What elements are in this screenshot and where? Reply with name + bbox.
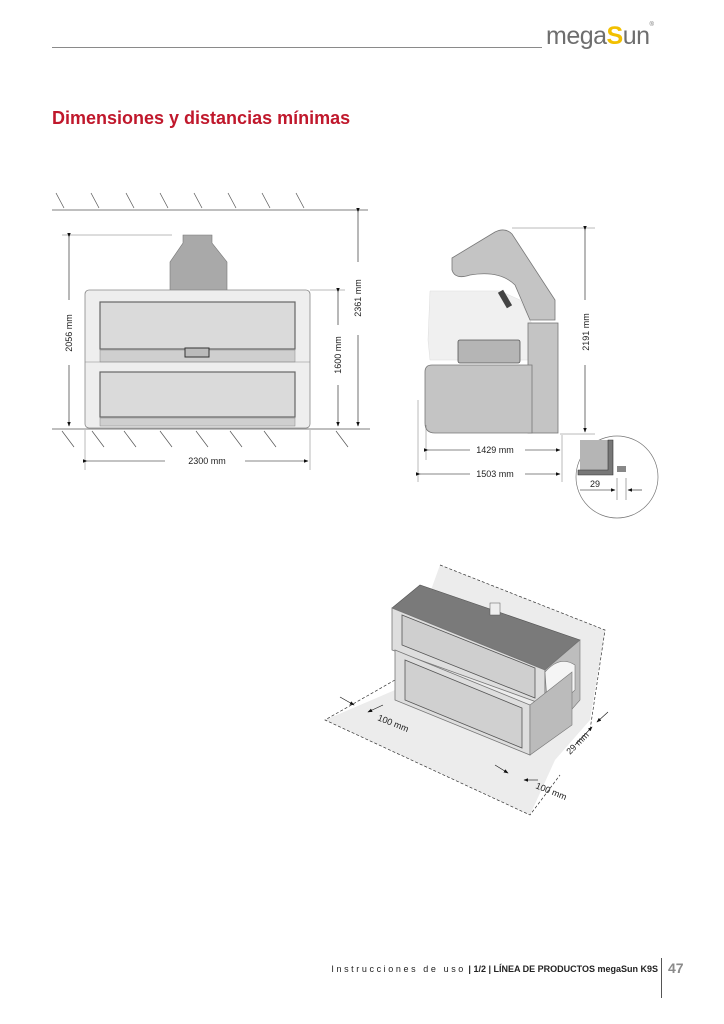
dim-front-width: 2300 mm — [188, 456, 226, 466]
front-view-drawing: 2056 mm 1600 mm 2361 mm 2300 mm — [52, 192, 370, 470]
footer-text: Instrucciones de uso | 1/2 | LÍNEA DE PR… — [331, 964, 658, 974]
dim-side-depth-outer: 1503 mm — [476, 469, 514, 479]
page-title: Dimensiones y distancias mínimas — [52, 108, 351, 128]
side-view-drawing: 2191 mm 1429 mm 1503 mm 29 — [415, 225, 659, 519]
page-number: 47 — [668, 960, 684, 976]
dim-front-ceiling-height: 2361 mm — [353, 279, 363, 317]
megasun-logo: megaSun® — [546, 22, 654, 50]
dim-front-height-total: 2056 mm — [64, 314, 74, 352]
iso-view-drawing: 100 mm 29 mm 100 mm — [324, 564, 609, 816]
header-rule — [52, 47, 542, 48]
dim-detail-gap: 29 — [590, 479, 600, 489]
dim-side-height: 2191 mm — [581, 313, 591, 351]
footer-divider — [661, 958, 662, 998]
dim-iso-side-clearance: 100 mm — [534, 781, 568, 802]
dim-front-height-body: 1600 mm — [333, 336, 343, 374]
dim-side-depth-inner: 1429 mm — [476, 445, 514, 455]
